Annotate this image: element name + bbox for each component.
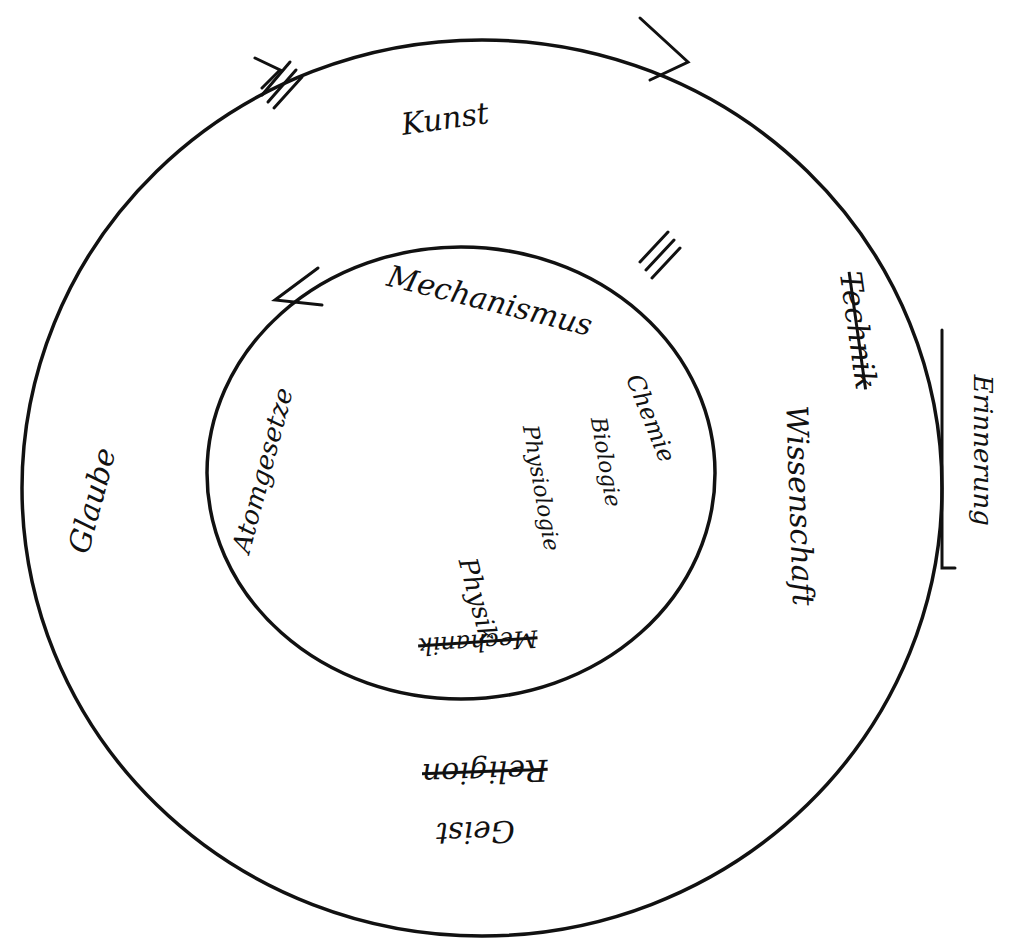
side-label: Erinnerung	[968, 374, 997, 525]
outer-circle: KunstGlaube TechnikWissenschaftReligionGe…	[20, 38, 944, 938]
word: Geist	[435, 814, 515, 850]
word: Physiologie	[517, 423, 563, 553]
tick-marks	[640, 232, 680, 278]
word: Chemie	[620, 370, 679, 466]
word: Biologie	[585, 415, 625, 509]
inner-circle: MechanismusAtomgesetze ChemieBiologie Phys…	[205, 245, 717, 701]
crossed-word: Technik	[833, 269, 882, 391]
word: Wissenschaft	[780, 404, 820, 605]
arrow-head	[255, 58, 280, 88]
word: Glaube	[62, 444, 122, 557]
word: Atomgesetze	[226, 384, 297, 555]
crossed-word: Religion	[421, 753, 548, 790]
word: Kunst	[399, 96, 491, 141]
bracket	[942, 330, 955, 568]
word: Mechanismus	[384, 259, 596, 342]
crossed-word: Mechanik	[417, 625, 538, 660]
